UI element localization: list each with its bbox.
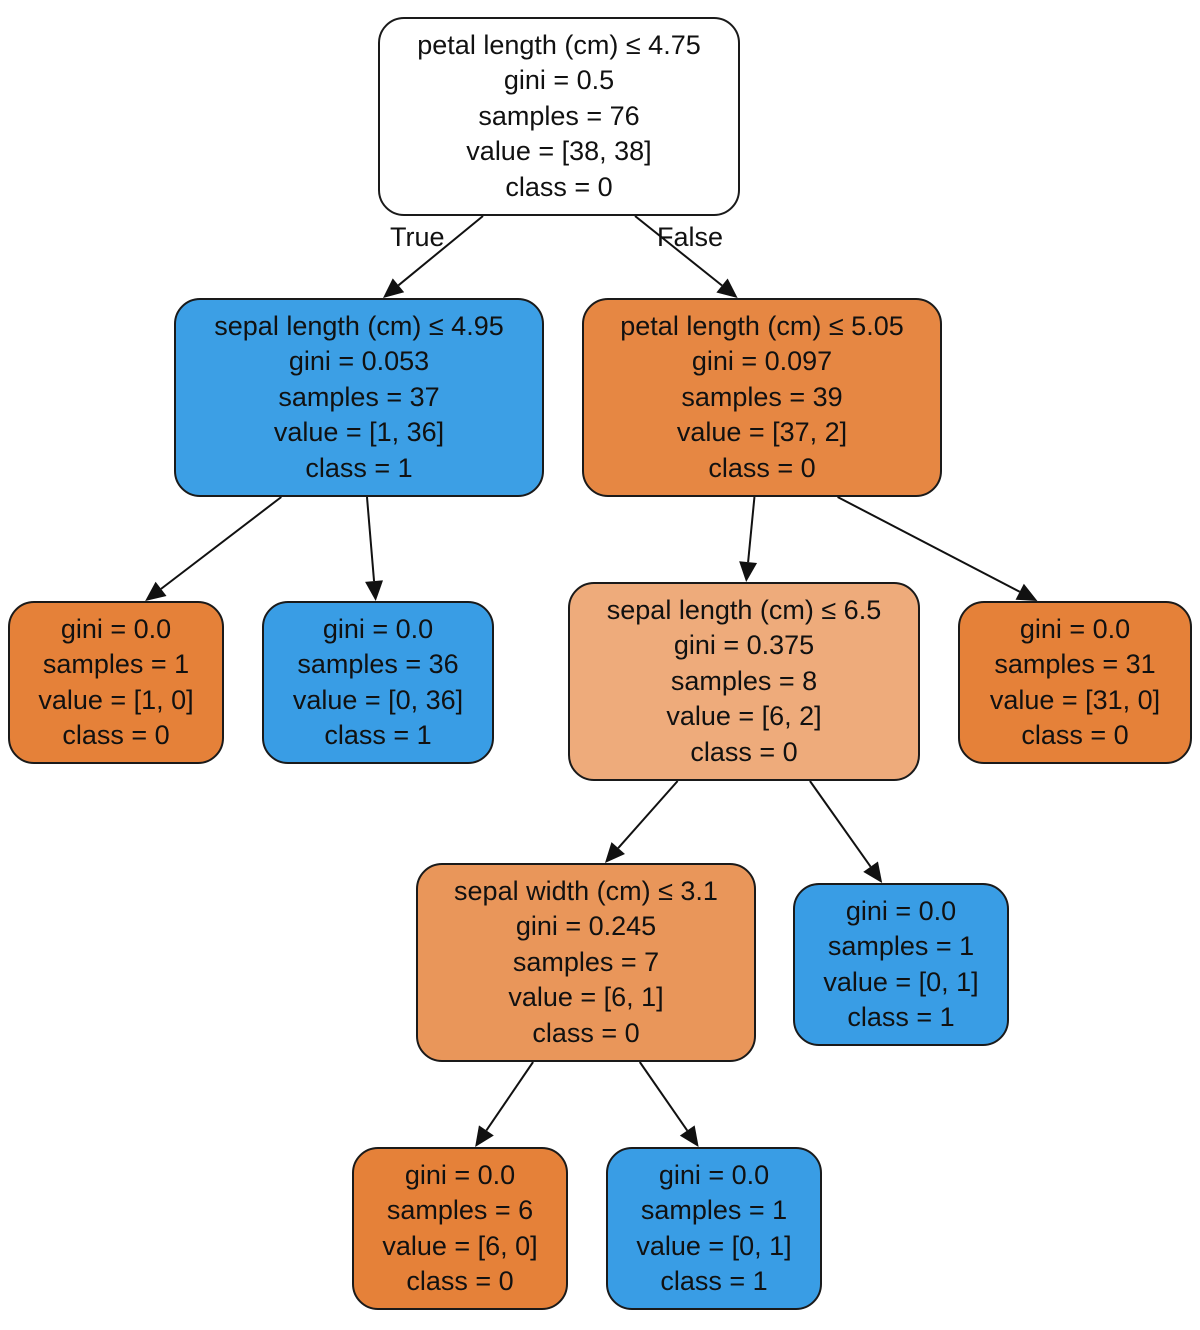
tree-node-deep-right-leaf: gini = 0.0 samples = 1 value = [0, 1] class…	[606, 1147, 822, 1310]
edge-line-n7-n9	[485, 1061, 534, 1132]
node-line: samples = 8	[670, 665, 818, 696]
edge-arrowhead-n7-n9	[475, 1125, 494, 1147]
tree-node-right-left: sepal length (cm) ≤ 6.5 gini = 0.375 sampl…	[568, 582, 920, 781]
node-line: gini = 0.0	[1019, 613, 1131, 644]
node-line: value = [6, 2]	[666, 701, 822, 732]
node-line: samples = 6	[386, 1195, 534, 1225]
node-line: gini = 0.245	[515, 911, 657, 942]
tree-node-right: petal length (cm) ≤ 5.05 gini = 0.097 samp…	[582, 298, 942, 497]
node-line: sepal width (cm) ≤ 3.1	[454, 875, 718, 906]
node-line: gini = 0.0	[404, 1159, 516, 1190]
node-line: class = 0	[406, 1266, 514, 1296]
tree-node-left-right-leaf: gini = 0.0 samples = 36 value = [0, 36] cla…	[262, 601, 494, 764]
node-line: samples = 1	[42, 649, 190, 679]
edge-label-false: False	[657, 222, 724, 252]
edge-arrowhead-n7-n10	[679, 1125, 699, 1147]
node-line: value = [6, 0]	[382, 1230, 538, 1261]
node-line: value = [0, 36]	[292, 684, 464, 715]
node-line: sepal length (cm) ≤ 6.5	[606, 594, 882, 625]
node-line: class = 0	[532, 1017, 640, 1048]
node-line: value = [38, 38]	[466, 136, 652, 167]
edge-line-n0-n1	[397, 215, 484, 287]
node-line: gini = 0.0	[60, 613, 172, 644]
node-line: samples = 31	[994, 649, 1156, 679]
tree-node-right-left-left: sepal width (cm) ≤ 3.1 gini = 0.245 sample…	[416, 863, 756, 1062]
edge-line-n5-n7	[617, 780, 679, 849]
node-line: gini = 0.375	[673, 630, 815, 661]
node-line: class = 0	[505, 171, 613, 202]
tree-node-left: sepal length (cm) ≤ 4.95 gini = 0.053 samp…	[174, 298, 544, 497]
edge-arrowhead-n1-n3	[145, 581, 167, 601]
tree-node-right-right-leaf: gini = 0.0 samples = 31 value = [31, 0] cla…	[958, 601, 1192, 764]
edge-arrowhead-n2-n5	[739, 561, 758, 582]
edge-line-n0-n2	[634, 215, 723, 287]
edge-line-n1-n4	[365, 496, 376, 582]
node-line: class = 1	[324, 720, 432, 750]
node-line: samples = 37	[278, 381, 440, 412]
node-line: class = 1	[305, 452, 413, 483]
tree-node-root: petal length (cm) ≤ 4.75 gini = 0.5 sample…	[378, 17, 740, 216]
node-line: samples = 39	[681, 381, 843, 412]
node-line: gini = 0.097	[691, 346, 833, 377]
node-line: value = [37, 2]	[676, 417, 848, 448]
node-line: samples = 1	[827, 931, 975, 961]
node-line: samples = 76	[478, 100, 640, 131]
edge-arrowhead-n0-n1	[383, 278, 405, 298]
edge-arrowhead-n2-n6	[1015, 583, 1038, 601]
node-line: class = 0	[62, 720, 170, 750]
node-line: petal length (cm) ≤ 5.05	[620, 310, 904, 341]
tree-node-right-left-right-leaf: gini = 0.0 samples = 1 value = [0, 1] class…	[793, 883, 1009, 1046]
node-line: class = 0	[708, 452, 816, 483]
node-line: class = 1	[660, 1266, 768, 1296]
edge-line-n7-n10	[638, 1061, 689, 1132]
node-line: value = [1, 0]	[38, 684, 194, 715]
node-line: gini = 0.0	[845, 895, 957, 926]
node-line: gini = 0.053	[288, 346, 430, 377]
node-line: value = [31, 0]	[989, 684, 1161, 715]
edge-arrowhead-n5-n8	[863, 861, 883, 883]
edge-arrowhead-n1-n4	[365, 580, 384, 601]
edge-line-n1-n3	[160, 496, 282, 590]
node-line: class = 0	[690, 736, 798, 767]
node-line: value = [0, 1]	[636, 1230, 792, 1261]
node-line: samples = 7	[512, 946, 660, 977]
node-line: samples = 1	[640, 1195, 788, 1225]
edge-line-n5-n8	[809, 780, 872, 868]
tree-node-left-left-leaf: gini = 0.0 samples = 1 value = [1, 0] class…	[8, 601, 224, 764]
edge-label-true: True	[390, 222, 445, 252]
node-line: value = [6, 1]	[508, 982, 664, 1013]
edge-line-n2-n6	[837, 496, 1021, 593]
node-line: gini = 0.0	[658, 1159, 770, 1190]
node-line: samples = 36	[297, 649, 459, 679]
tree-node-deep-left-leaf: gini = 0.0 samples = 6 value = [6, 0] class…	[352, 1147, 568, 1310]
node-line: sepal length (cm) ≤ 4.95	[214, 310, 504, 341]
node-line: class = 0	[1021, 720, 1129, 750]
edge-line-n2-n5	[747, 496, 756, 563]
edge-arrowhead-n0-n2	[716, 278, 738, 298]
node-line: petal length (cm) ≤ 4.75	[417, 29, 701, 60]
node-line: gini = 0.0	[322, 613, 434, 644]
node-line: gini = 0.5	[503, 65, 615, 96]
node-line: value = [1, 36]	[273, 417, 445, 448]
node-line: value = [0, 1]	[823, 966, 979, 997]
edge-arrowhead-n5-n7	[604, 842, 625, 863]
node-line: class = 1	[847, 1002, 955, 1032]
